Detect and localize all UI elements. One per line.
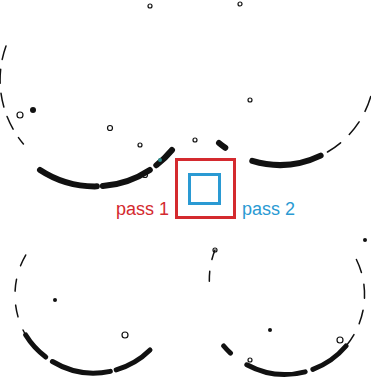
speck xyxy=(363,238,367,242)
speck xyxy=(138,143,142,147)
circle-edge xyxy=(15,255,26,335)
speck xyxy=(148,4,152,8)
circle-edge xyxy=(26,335,150,373)
speck xyxy=(122,332,128,338)
speck xyxy=(248,358,252,362)
circle-edge xyxy=(0,46,23,144)
speck xyxy=(143,173,148,178)
pass-label-holder: pass 2 xyxy=(241,198,296,220)
speck xyxy=(30,107,36,113)
speck xyxy=(17,112,23,118)
speck xyxy=(213,248,217,252)
pass-label: pass 2 xyxy=(241,199,296,219)
circle-edge xyxy=(346,255,365,346)
scan-window: pass 2 xyxy=(188,173,221,205)
pass-label: pass 1 xyxy=(115,199,170,219)
speck xyxy=(193,138,197,142)
circle-edge xyxy=(224,346,346,374)
circle-edge xyxy=(328,53,371,152)
circle-edge xyxy=(40,150,172,186)
circle-edge xyxy=(209,250,215,290)
speck xyxy=(248,98,252,102)
scan-window: pass 1pass 2 xyxy=(175,158,236,219)
speck xyxy=(108,126,113,131)
speck xyxy=(158,158,162,162)
speck xyxy=(238,2,242,6)
pass-label-holder: pass 1 xyxy=(115,198,170,220)
speck xyxy=(53,298,57,302)
speck xyxy=(268,328,272,332)
speck xyxy=(337,337,343,343)
